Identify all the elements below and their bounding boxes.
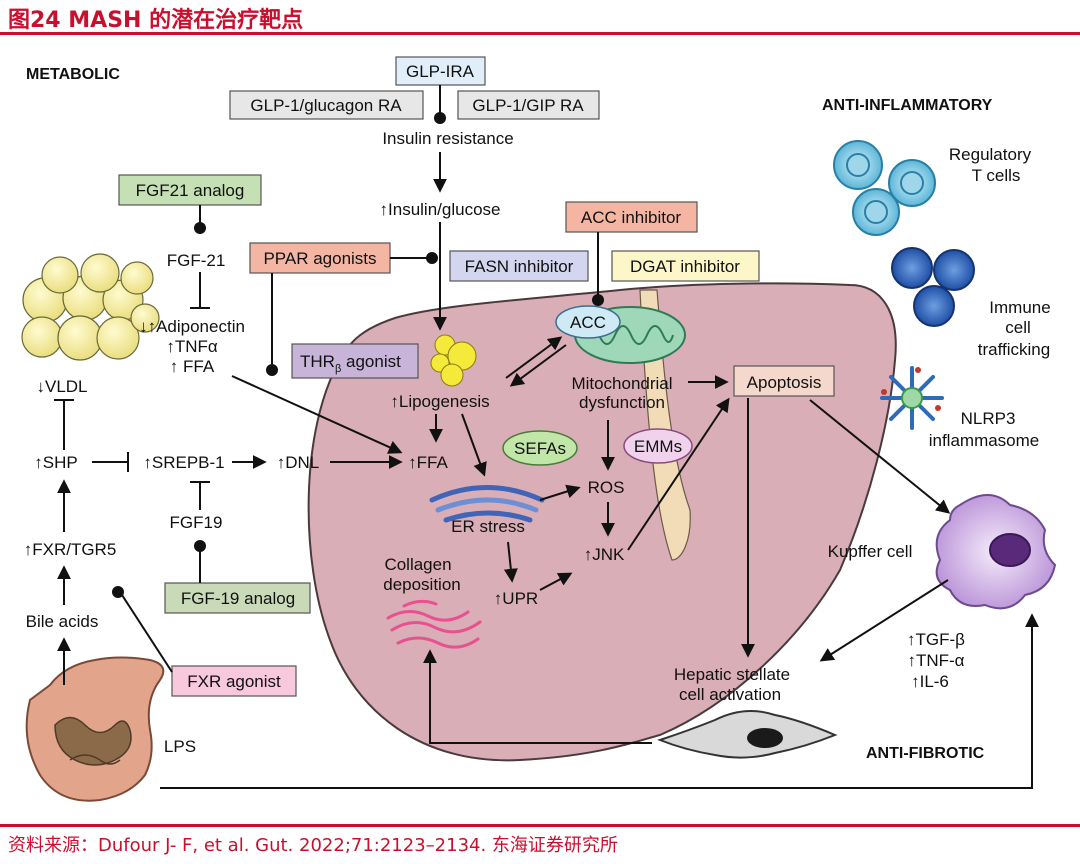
immune-label-2: cell [1005, 318, 1031, 337]
kupffer-label: Kupffer cell [828, 542, 913, 561]
adipocyte-cluster [21, 253, 160, 361]
dgat-label: DGAT inhibitor [630, 257, 740, 276]
section-anti-inflammatory: ANTI-INFLAMMATORY [822, 97, 993, 114]
fxr-agonist-box[interactable] [171, 665, 297, 697]
adiponectin-label: ↓↑Adiponectin [139, 317, 245, 336]
thr-box[interactable] [291, 343, 419, 379]
glp1-gip-box[interactable] [457, 90, 600, 120]
apoptosis-label: Apoptosis [747, 373, 822, 392]
footer-rule [0, 824, 1080, 827]
lipid-droplets [430, 334, 477, 387]
acc-inhibitor-box[interactable] [565, 201, 698, 233]
section-metabolic: METABOLIC [26, 66, 120, 83]
glp1-gip-label: GLP-1/GIP RA [472, 96, 584, 115]
ppar-label: PPAR agonists [263, 249, 376, 268]
ppar-box[interactable] [249, 242, 391, 274]
fgf19-analog-box[interactable] [164, 582, 311, 614]
sefas-label: SEFAs [514, 439, 566, 458]
sefas-node[interactable] [502, 430, 578, 466]
stellate-cell-illustration [657, 710, 838, 759]
fxr-agonist-label: FXR agonist [187, 672, 281, 691]
lipogenesis-label: ↑Lipogenesis [390, 392, 489, 411]
figure-title: 图24 MASH 的潜在治疗靶点 [8, 8, 304, 33]
fgf21-analog-box[interactable] [118, 174, 262, 206]
shp-label: ↑SHP [34, 453, 77, 472]
fgf21-analog-label: FGF21 analog [136, 181, 245, 200]
fgf21-label: FGF-21 [167, 251, 226, 270]
il6-label: ↑IL-6 [911, 672, 949, 691]
thr-agonist-label: THRβ agonist [300, 352, 401, 375]
kupffer-cell-illustration [935, 494, 1057, 610]
insulin-resistance-label: Insulin resistance [382, 129, 513, 148]
emms-label: EMMs [634, 437, 682, 456]
nlrp3-label-1: NLRP3 [961, 409, 1016, 428]
emms-node[interactable] [623, 428, 693, 464]
nlrp3-label-2: inflammasome [929, 431, 1040, 450]
glp1-glucagon-label: GLP-1/glucagon RA [250, 96, 402, 115]
immune-label-3: trafficking [978, 340, 1050, 359]
acc-label: ACC [570, 313, 606, 332]
ffa-liver-label: ↑FFA [408, 453, 448, 472]
insulin-glucose-label: ↑Insulin/glucose [380, 200, 501, 219]
fasn-box[interactable] [449, 250, 589, 282]
bile-acids-label: Bile acids [26, 612, 99, 631]
tnf-alpha-label: ↑TNF-α [907, 651, 964, 670]
tnfa-label: ↑TNFα [166, 337, 218, 356]
regulatory-t-cells [833, 140, 936, 236]
fgf19-label: FGF19 [170, 513, 223, 532]
lps-label: LPS [164, 737, 196, 756]
immune-label-1: Immune [989, 298, 1050, 317]
collagen-fibers [386, 599, 482, 649]
glp1-glucagon-box[interactable] [229, 90, 424, 120]
drug-boxes [118, 56, 835, 697]
srebp1-label: ↑SREPB-1 [143, 453, 224, 472]
connector-dots [112, 112, 604, 598]
hsc-label-2: cell activation [679, 685, 781, 704]
glp-ira-box[interactable] [395, 56, 486, 86]
fasn-label: FASN inhibitor [465, 257, 574, 276]
acc-node[interactable] [555, 305, 621, 339]
apoptosis-box[interactable] [733, 365, 835, 397]
intestine-illustration [25, 656, 165, 802]
vldl-label: ↓VLDL [36, 377, 87, 396]
collagen-label-2: deposition [383, 575, 461, 594]
er-stress-label: ER stress [451, 517, 525, 536]
dnl-label: ↑DNL [277, 453, 320, 472]
fxr-tgr5-label: ↑FXR/TGR5 [24, 540, 117, 559]
mito-label-2: dysfunction [579, 393, 665, 412]
section-anti-fibrotic: ANTI-FIBROTIC [866, 745, 985, 762]
ffa-left-label: ↑ FFA [170, 357, 215, 376]
connectors [54, 85, 1039, 789]
jnk-label: ↑JNK [584, 545, 625, 564]
collagen-label-1: Collagen [384, 555, 451, 574]
immune-cells [891, 247, 975, 327]
tgfb-label: ↑TGF-β [907, 630, 965, 649]
treg-label-1: Regulatory [949, 145, 1032, 164]
source-note: 资料来源：Dufour J- F, et al. Gut. 2022;71:21… [8, 835, 618, 856]
dgat-box[interactable] [611, 250, 760, 282]
fgf19-analog-label: FGF-19 analog [181, 589, 295, 608]
mito-label-1: Mitochondrial [571, 374, 672, 393]
hsc-label-1: Hepatic stellate [674, 665, 790, 684]
upr-label: ↑UPR [494, 589, 538, 608]
treg-label-2: T cells [972, 166, 1021, 185]
er-illustration [429, 485, 545, 523]
nlrp3-illustration [880, 366, 944, 430]
ros-label: ROS [588, 478, 625, 497]
title-rule [0, 32, 1080, 35]
glp-ira-label: GLP-IRA [406, 62, 475, 81]
acc-inhibitor-label: ACC inhibitor [581, 208, 681, 227]
